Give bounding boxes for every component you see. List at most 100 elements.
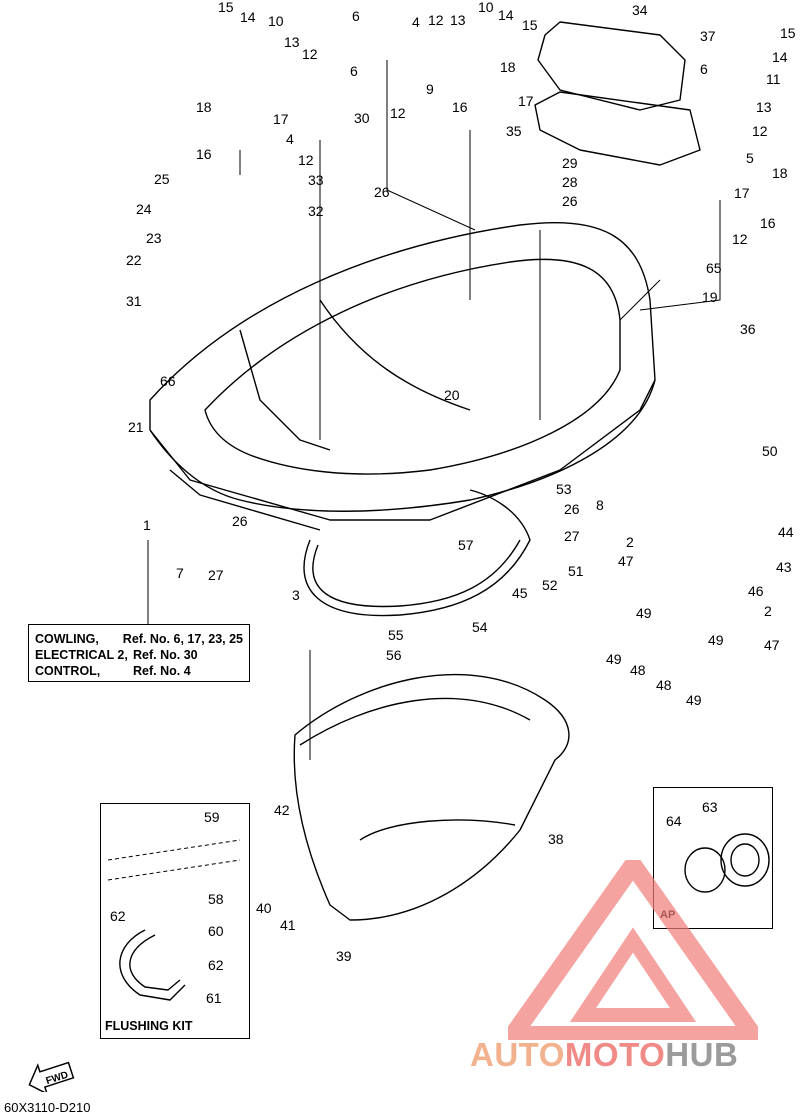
part-label-18: 18	[772, 165, 788, 181]
reference-key: COWLING,	[35, 632, 99, 646]
part-label-62: 62	[110, 908, 126, 924]
part-label-1: 1	[143, 517, 151, 533]
part-label-37: 37	[700, 28, 716, 44]
part-label-17: 17	[273, 111, 289, 127]
part-label-47: 47	[764, 637, 780, 653]
part-label-36: 36	[740, 321, 756, 337]
part-label-16: 16	[196, 146, 212, 162]
part-label-26: 26	[232, 513, 248, 529]
part-label-60: 60	[208, 923, 224, 939]
part-label-49: 49	[606, 651, 622, 667]
part-label-59: 59	[204, 809, 220, 825]
part-label-15: 15	[780, 25, 796, 41]
flushing-hose	[119, 929, 186, 1001]
part-label-53: 53	[556, 481, 572, 497]
part-label-4: 4	[412, 14, 420, 30]
reference-row-electrical: ELECTRICAL 2, Ref. No. 30	[35, 647, 243, 663]
part-label-17: 17	[518, 93, 534, 109]
watermark-text: AUTOMOTOHUB	[470, 1036, 738, 1074]
part-label-12: 12	[752, 123, 768, 139]
part-label-49: 49	[708, 632, 724, 648]
watermark-logo-icon	[508, 860, 758, 1040]
part-label-24: 24	[136, 201, 152, 217]
part-label-57: 57	[458, 537, 474, 553]
ap-inset	[653, 787, 773, 929]
part-label-26: 26	[562, 193, 578, 209]
part-label-12: 12	[302, 46, 318, 62]
reference-value: Ref. No. 30	[133, 648, 198, 662]
part-label-33: 33	[308, 172, 324, 188]
part-label-16: 16	[452, 99, 468, 115]
part-label-48: 48	[630, 662, 646, 678]
part-label-64: 64	[666, 813, 682, 829]
part-label-14: 14	[772, 49, 788, 65]
part-label-12: 12	[298, 152, 314, 168]
forward-arrow-icon: FWD	[28, 1061, 75, 1092]
part-label-9: 9	[426, 81, 434, 97]
part-label-17: 17	[734, 185, 750, 201]
part-label-3: 3	[292, 587, 300, 603]
part-label-58: 58	[208, 891, 224, 907]
watermark-part-hub: HUB	[665, 1036, 739, 1073]
watermark-part-auto: AUTO	[470, 1036, 565, 1073]
flushing-kit-title: FLUSHING KIT	[105, 1019, 193, 1033]
part-label-12: 12	[732, 231, 748, 247]
part-label-28: 28	[562, 174, 578, 190]
part-label-55: 55	[388, 627, 404, 643]
part-label-14: 14	[240, 9, 256, 25]
bottom-cowling-shell	[149, 221, 656, 531]
part-label-8: 8	[596, 497, 604, 513]
part-label-6: 6	[350, 63, 358, 79]
reference-key: CONTROL,	[35, 664, 101, 678]
watermark-part-moto: MOTO	[564, 1036, 666, 1073]
flushing-kit-inset	[100, 803, 250, 1039]
part-label-40: 40	[256, 900, 272, 916]
part-label-6: 6	[352, 8, 360, 24]
part-label-63: 63	[702, 799, 718, 815]
part-label-51: 51	[568, 563, 584, 579]
part-label-2: 2	[764, 603, 772, 619]
reference-row-control: CONTROL, Ref. No. 4	[35, 663, 243, 679]
part-label-65: 65	[706, 260, 722, 276]
part-label-50: 50	[762, 443, 778, 459]
part-label-13: 13	[450, 12, 466, 28]
part-label-54: 54	[472, 619, 488, 635]
part-label-66: 66	[160, 373, 176, 389]
part-label-32: 32	[308, 203, 324, 219]
part-label-41: 41	[280, 917, 296, 933]
part-label-10: 10	[478, 0, 494, 15]
oil-pan-assembly	[534, 21, 701, 166]
part-label-21: 21	[128, 419, 144, 435]
part-label-18: 18	[196, 99, 212, 115]
part-label-12: 12	[390, 105, 406, 121]
part-label-62: 62	[208, 957, 224, 973]
part-label-49: 49	[686, 692, 702, 708]
reference-note-box: COWLING, Ref. No. 6, 17, 23, 25 ELECTRIC…	[28, 624, 250, 682]
front-cover	[293, 673, 570, 921]
part-label-26: 26	[374, 184, 390, 200]
part-label-35: 35	[506, 123, 522, 139]
reference-key: ELECTRICAL 2,	[35, 648, 128, 662]
part-label-26: 26	[564, 501, 580, 517]
part-label-48: 48	[656, 677, 672, 693]
part-label-52: 52	[542, 577, 558, 593]
part-label-45: 45	[512, 585, 528, 601]
part-label-43: 43	[776, 559, 792, 575]
part-label-31: 31	[126, 293, 142, 309]
part-label-10: 10	[268, 13, 284, 29]
part-label-12: 12	[428, 12, 444, 28]
flushing-kit-dash	[107, 839, 241, 881]
part-label-2: 2	[626, 534, 634, 550]
part-label-5: 5	[746, 150, 754, 166]
part-label-49: 49	[636, 605, 652, 621]
part-label-42: 42	[274, 802, 290, 818]
part-label-22: 22	[126, 252, 142, 268]
part-label-38: 38	[548, 831, 564, 847]
part-label-27: 27	[564, 528, 580, 544]
part-label-25: 25	[154, 171, 170, 187]
ap-clamp-parts	[684, 833, 770, 893]
part-label-23: 23	[146, 230, 162, 246]
part-label-34: 34	[632, 2, 648, 18]
part-label-13: 13	[284, 34, 300, 50]
part-label-30: 30	[354, 110, 370, 126]
